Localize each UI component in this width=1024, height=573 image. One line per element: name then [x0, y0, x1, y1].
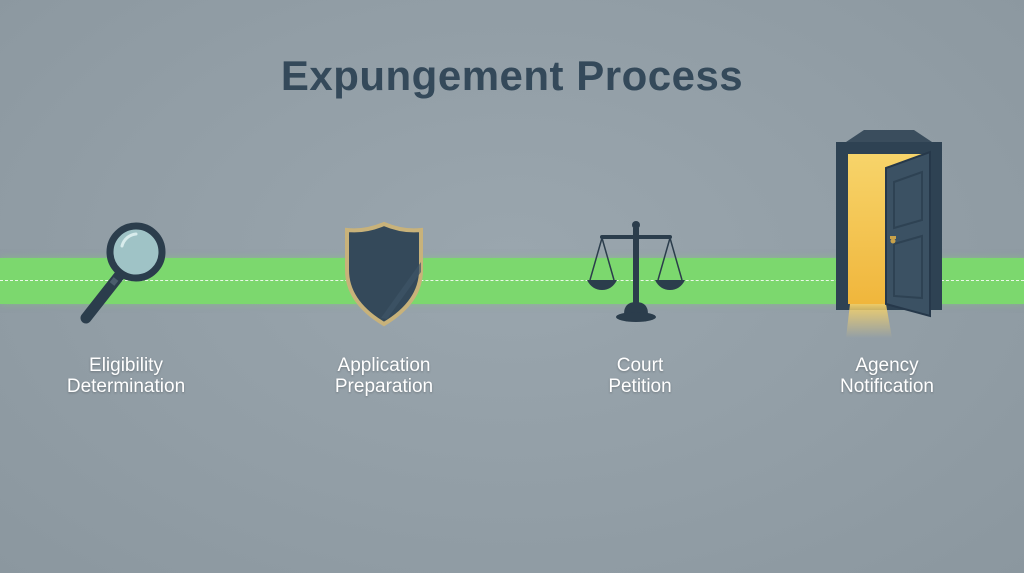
step-label-agency: Agency Notification [840, 355, 934, 397]
scales-of-justice-icon [587, 221, 685, 322]
step-label-eligibility: Eligibility Determination [66, 355, 186, 397]
diagram-title: Expungement Process [280, 52, 744, 99]
open-door-icon [836, 130, 942, 338]
step-label-application: Application Preparation [334, 355, 434, 397]
timeline-centerline [0, 280, 1024, 281]
shield-icon [345, 221, 423, 327]
step-label-court: Court Petition [608, 355, 672, 397]
magnifying-glass-icon [80, 222, 166, 324]
